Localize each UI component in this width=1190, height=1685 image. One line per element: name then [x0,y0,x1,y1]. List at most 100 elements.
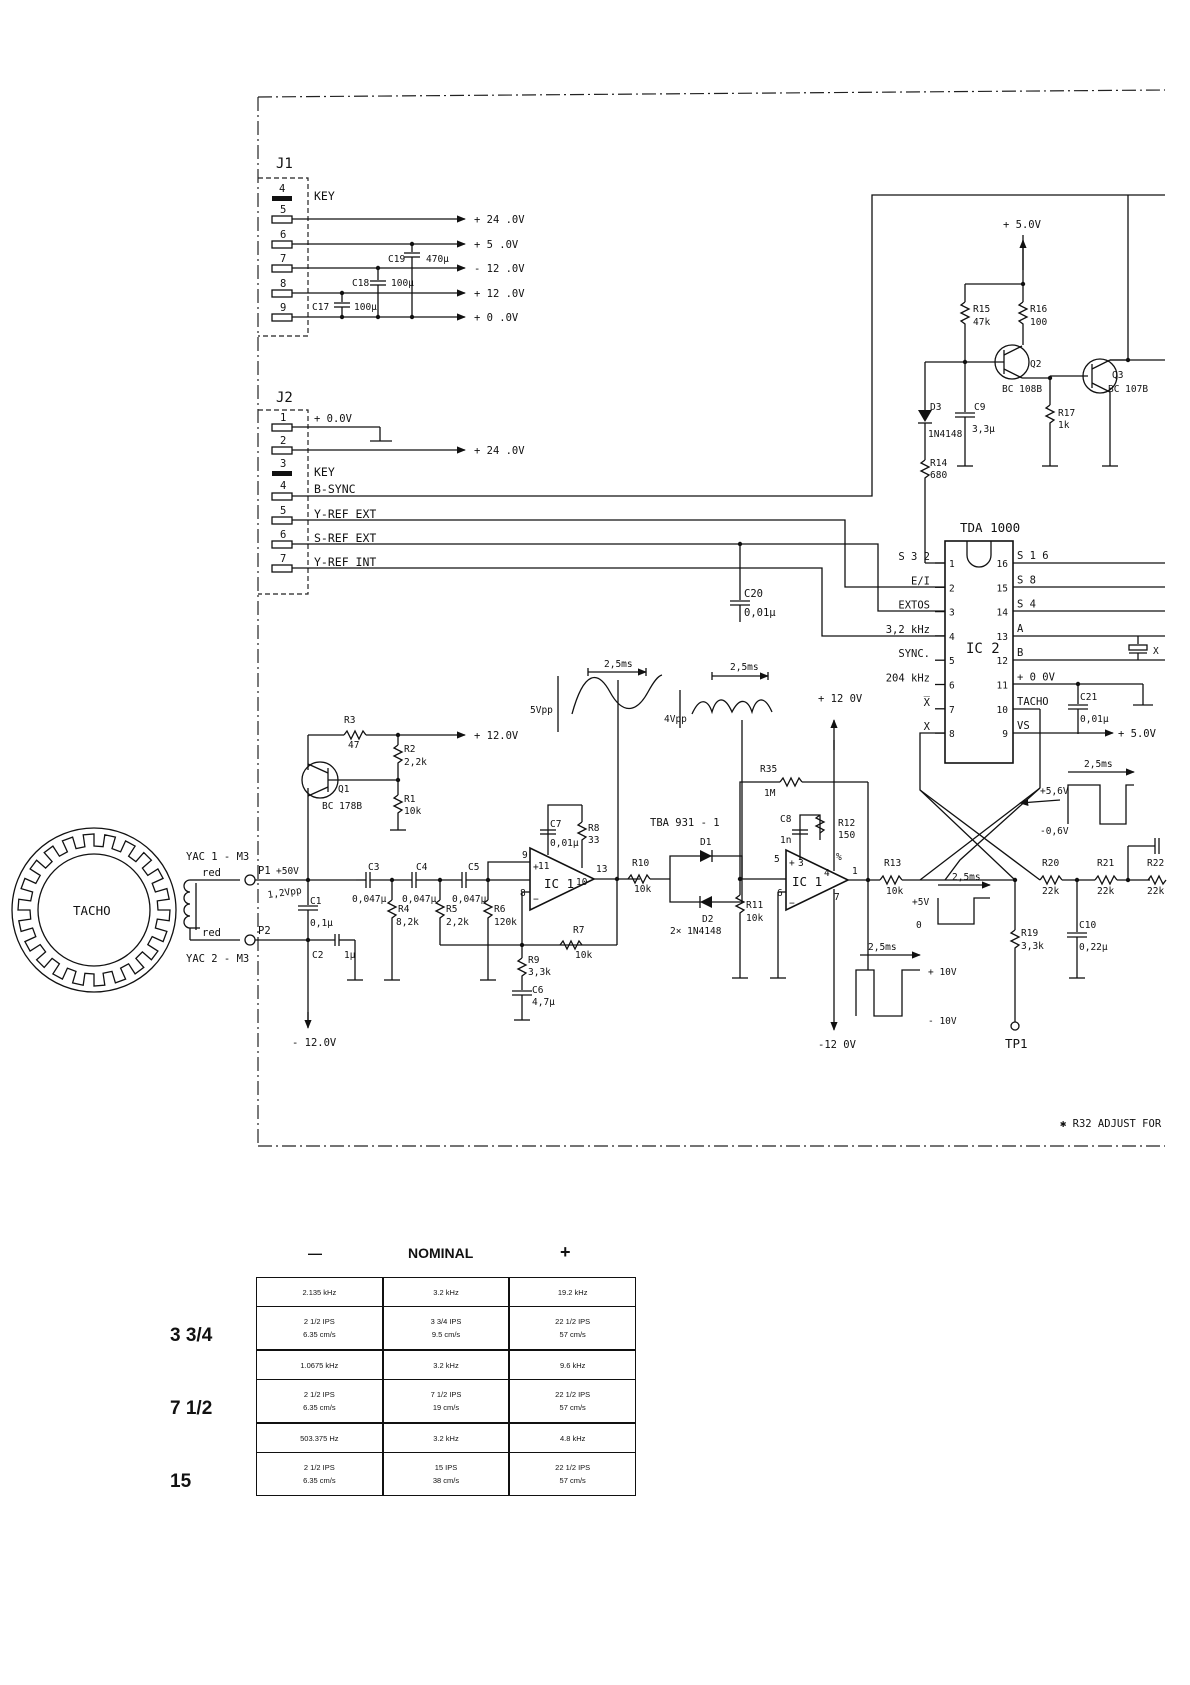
r4-label: R4 [398,904,410,915]
tp1-label: TP1 [1005,1036,1028,1051]
r20-value: 22k [1042,886,1059,897]
ic2-pin-num: 15 [997,583,1008,594]
j2-pin5: 5 [280,505,286,517]
r13-label: R13 [884,858,901,869]
j1-out-0v: + 0 .0V [474,312,519,324]
c9-value: 3,3μ [972,424,995,435]
ic2-pin-num: 3 [949,608,955,619]
j2-title: J2 [276,390,293,406]
j2-pin1-label: + 0.0V [314,413,353,425]
ips-value: 22 1/2 IPS [555,1390,591,1399]
r4-value: 8,2k [396,917,419,928]
ic1b-pin1: 1 [852,866,858,877]
c1-value: 0,1μ [310,918,333,929]
cms-value: 57 cm/s [559,1403,586,1412]
crystal-x-label: X [1153,646,1159,657]
w2-period: 2,5ms [730,662,759,673]
r12-label: R12 [838,818,855,829]
ic2-tda1000: TDA 1000 IC 2 [925,520,1020,764]
w3-hi: +5V [912,897,929,908]
cms-value: 9.5 cm/s [431,1330,461,1339]
d1-label: D1 [700,837,712,848]
c9-label: C9 [974,402,986,413]
cms-value: 6.35 cm/s [303,1330,336,1339]
j2-pin2: 2 [280,435,286,447]
c10-value: 0,22μ [1079,942,1108,953]
ips-value: 2 1/2 IPS [303,1463,335,1472]
c4-value: 0,047μ [402,894,437,905]
r16-value: 100 [1030,317,1047,328]
c17-label: C17 [312,302,329,313]
r5-label: R5 [446,904,457,915]
r21-value: 22k [1097,886,1114,897]
ic1a-pin8: 8 [520,888,526,899]
j1-out-5v: + 5 .0V [474,239,519,251]
r16-label: R16 [1030,304,1047,315]
r19-value: 3,3k [1021,941,1044,952]
ic1b-pin3: 3 [798,858,804,869]
j1-out-24v: + 24 .0V [474,214,525,226]
ic1-amplifier-a: IC 1 + − 11 8 9 10 13 C7 0,01μ R8 33 R9 … [512,804,640,1021]
r9-value: 3,3k [528,967,551,978]
d3-label: D3 [930,402,941,413]
connector-j1: J1 4 KEY 5 6 7 8 9 + 24 .0V + 5 .0V - 12… [258,156,525,337]
ic2-pin-3: 3 EXTOS [898,600,954,619]
j2-pin1: 1 [280,412,286,424]
r7-label: R7 [573,925,584,936]
c21-label: C21 [1080,692,1097,703]
c3-value: 0,047μ [352,894,387,905]
ips-value: 7 1/2 IPS [430,1390,462,1399]
j1-pin-rows: 5 6 7 8 9 + 24 .0V + 5 .0V - 12 .0V + 12… [271,204,525,324]
ic1-amplifier-b: IC 1 + − 3 6 5 4 1 7 + 12 0V -12 0V C8 1… [770,693,880,1051]
w4-hi: + 10V [928,967,957,978]
ic2-pin-num: 12 [997,656,1008,667]
ic2-pin-num: 9 [1002,729,1008,740]
ic2-pin-label: S 3 2 [898,551,930,563]
ic2-pin-num: 14 [997,608,1009,619]
r1-label: R1 [404,794,416,805]
w5-period: 2,5ms [1084,759,1113,770]
frequency-cell: 3.2 kHz [381,1424,511,1452]
r3-label: R3 [344,715,355,726]
j2-pin4: 4 [280,480,286,492]
driver-transistor-stage: + 5.0V R15 47k R16 100 Q2 BC 108B R17 [918,195,1165,563]
ic2-pin-2: 2E/I [911,575,955,594]
ic2-pin-num: 13 [997,632,1008,643]
c21-value: 0,01μ [1080,714,1109,725]
w3-period: 2,5ms [952,872,981,883]
ic1a-pin9: 9 [522,850,528,861]
ips-value: 22 1/2 IPS [555,1317,591,1326]
yac1-label: YAC 1 - M3 [186,851,249,863]
yac2-label: YAC 2 - M3 [186,953,249,965]
c6-label: C6 [532,985,544,996]
frequency-cell: 4.8 kHz [559,1433,586,1443]
ic2-pin-label: A [1017,623,1024,635]
d2-value: 2× 1N4148 [670,926,722,937]
q2-part: BC 108B [1002,384,1042,395]
speed-cell: 22 1/2 IPS 57 cm/s [510,1380,635,1422]
r35-value: 1M [764,788,776,799]
ic2-pin-label: EXTOS [898,600,930,612]
ic2-pin-label: X̅ [924,696,931,709]
r10-label: R10 [632,858,649,869]
ic2-right-wiring: X C21 0,01μ + 5.0V [1013,562,1165,788]
c19-value: 470μ [426,254,449,265]
r13-value: 10k [886,886,903,897]
ic2-pin-13: 13 A [997,623,1024,643]
ic1b-pin6: 6 [777,888,783,899]
r21-label: R21 [1097,858,1114,869]
q2-ref: Q2 [1030,359,1041,370]
w5-hi: +5,6V [1040,786,1069,797]
waveform-rectified: 2,5ms 4Vpp [664,662,773,879]
ic1b-plus: + [789,858,795,869]
q1-ref: Q1 [338,784,350,795]
c20-value: 0,01μ [744,607,776,619]
j2-pin7-label: Y-REF INT [314,555,376,569]
w1-period: 2,5ms [604,659,633,670]
